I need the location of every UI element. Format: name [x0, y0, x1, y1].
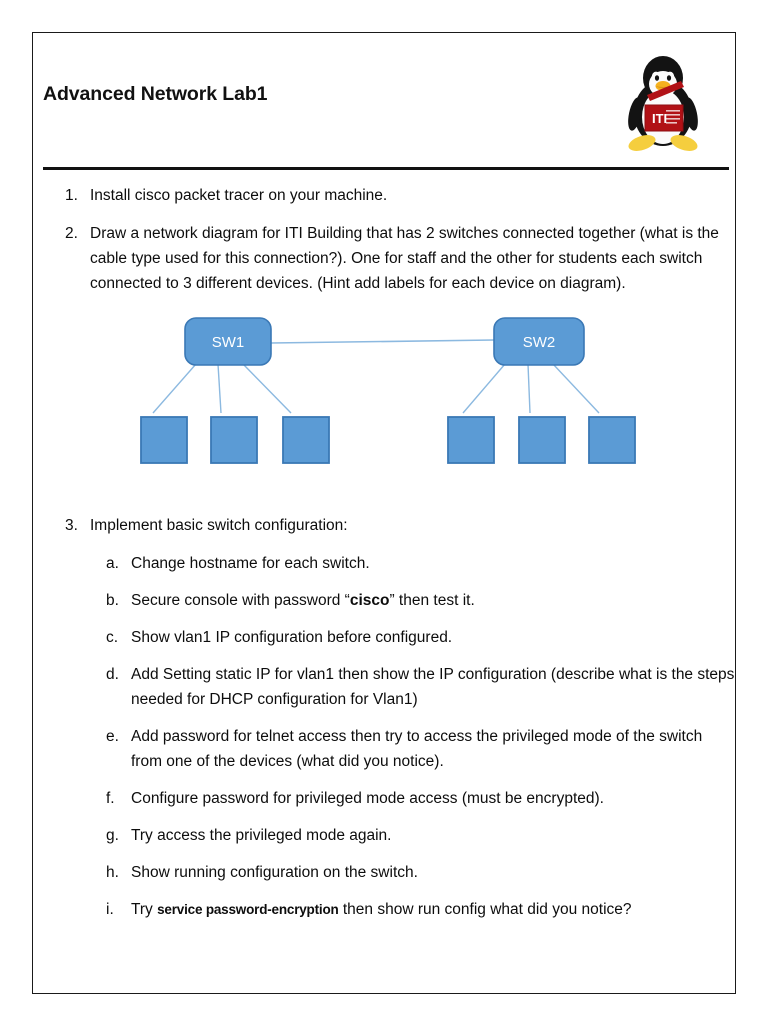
device-node — [210, 416, 258, 464]
subtask-item-f: f. Configure password for privileged mod… — [33, 786, 735, 811]
device-node — [282, 416, 330, 464]
task-marker: 3. — [65, 517, 78, 534]
page-title: Advanced Network Lab1 — [43, 83, 268, 105]
task-list: 1. Install cisco packet tracer on your m… — [33, 183, 735, 934]
subtask-text: Add Setting static IP for vlan1 then sho… — [131, 666, 735, 708]
document-header: Advanced Network Lab1 — [33, 33, 735, 170]
subtask-item-b: b. Secure console with password “cisco” … — [33, 588, 735, 613]
trunk-link-line — [270, 339, 495, 344]
subtask-text: Change hostname for each switch. — [131, 555, 370, 572]
header-divider — [43, 167, 729, 170]
tux-penguin-iti-logo-icon: ITI — [611, 51, 715, 155]
subtask-item-e: e. Add password for telnet access then t… — [33, 724, 735, 774]
subtask-text: Secure console with password “cisco” the… — [131, 592, 475, 609]
subtask-marker: i. — [106, 901, 114, 918]
subtask-marker: d. — [106, 666, 119, 683]
subtask-item-a: a. Change hostname for each switch. — [33, 551, 735, 576]
command-text: service password-encryption — [157, 902, 339, 917]
device-node — [447, 416, 495, 464]
task-marker: 1. — [65, 187, 78, 204]
device-node — [140, 416, 188, 464]
subtask-marker: e. — [106, 728, 119, 745]
subtask-marker: b. — [106, 592, 119, 609]
subtask-marker: a. — [106, 555, 119, 572]
subtask-item-h: h. Show running configuration on the swi… — [33, 860, 735, 885]
task-item-2: 2. Draw a network diagram for ITI Buildi… — [33, 221, 735, 296]
subtask-text: Try service password-encryption then sho… — [131, 901, 632, 918]
device-node — [588, 416, 636, 464]
switch-node-sw1 — [184, 317, 272, 366]
subtask-item-i: i. Try service password-encryption then … — [33, 897, 735, 922]
subtask-text: Try access the privileged mode again. — [131, 827, 392, 844]
subtask-text: Add password for telnet access then try … — [131, 728, 703, 770]
subtask-marker: h. — [106, 864, 119, 881]
task-item-3: 3. Implement basic switch configuration: — [33, 513, 735, 538]
task-text: Implement basic switch configuration: — [90, 517, 348, 534]
subtask-marker: f. — [106, 790, 115, 807]
subtask-text: Configure password for privileged mode a… — [131, 790, 604, 807]
subtask-item-d: d. Add Setting static IP for vlan1 then … — [33, 662, 735, 712]
subtask-item-g: g. Try access the privileged mode again. — [33, 823, 735, 848]
task-marker: 2. — [65, 225, 78, 242]
subtask-text: Show vlan1 IP configuration before confi… — [131, 629, 453, 646]
task-item-1: 1. Install cisco packet tracer on your m… — [33, 183, 735, 208]
switch-label-sw1: SW1 — [212, 334, 245, 351]
svg-text:ITI: ITI — [652, 111, 667, 126]
subtask-marker: g. — [106, 827, 119, 844]
switch-label-sw2: SW2 — [523, 334, 556, 351]
subtask-text: Show running configuration on the switch… — [131, 864, 418, 881]
switch-node-sw2 — [493, 317, 585, 366]
task-text: Draw a network diagram for ITI Building … — [90, 225, 719, 292]
subtask-item-c: c. Show vlan1 IP configuration before co… — [33, 625, 735, 650]
device-node — [518, 416, 566, 464]
task-text: Install cisco packet tracer on your mach… — [90, 187, 388, 204]
document-page: Advanced Network Lab1 — [32, 32, 736, 994]
subtask-marker: c. — [106, 629, 119, 646]
network-topology-diagram: SW1 SW2 — [33, 309, 735, 499]
